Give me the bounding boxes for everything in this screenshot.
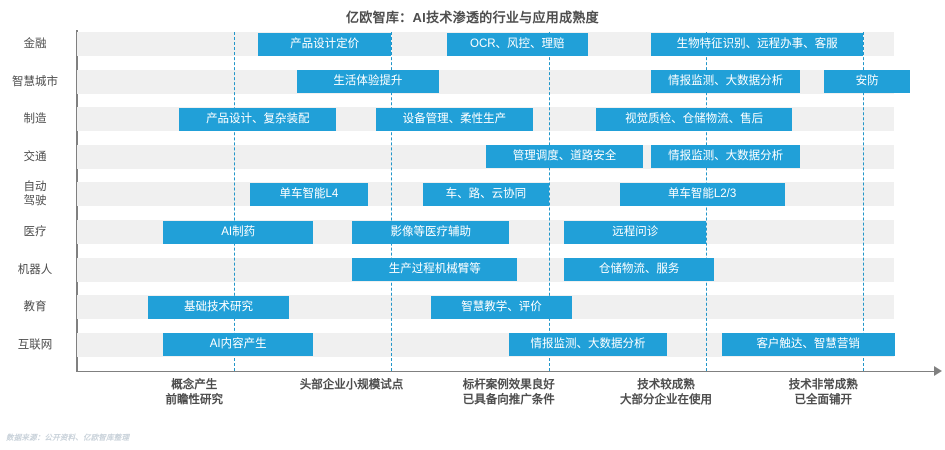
bar-segment[interactable]: 生活体验提升	[297, 70, 439, 94]
bar-segment[interactable]: 情报监测、大数据分析	[509, 333, 667, 357]
category-label-智慧城市: 智慧城市	[12, 75, 58, 88]
bar-segment[interactable]: 视觉质检、仓储物流、售后	[595, 107, 793, 131]
stage-label-3: 标杆案例效果良好已具备向推广条件	[462, 379, 555, 406]
bar-segment[interactable]: OCR、风控、理赔	[446, 32, 589, 56]
bar-segment[interactable]: 生物特征识别、远程办事、客服	[650, 32, 864, 56]
category-label-自动驾驶: 自动驾驶	[23, 181, 47, 208]
bar-segment[interactable]: 车、路、云协同	[422, 182, 549, 206]
category-label-机器人: 机器人	[17, 263, 53, 276]
stage-label-4: 技术较成熟大部分企业在使用	[619, 379, 712, 406]
bar-segment[interactable]: 智慧教学、评价	[430, 295, 573, 319]
bar-segment[interactable]: 客户触达、智慧营销	[721, 333, 895, 357]
category-label-互联网: 互联网	[17, 338, 53, 351]
bar-segment[interactable]: 影像等医疗辅助	[352, 220, 510, 244]
category-label-制造: 制造	[23, 113, 47, 126]
category-label-金融: 金融	[23, 38, 47, 50]
bar-segment[interactable]: 基础技术研究	[147, 295, 290, 319]
stage-label-1: 概念产生前瞻性研究	[165, 379, 223, 406]
bar-segment[interactable]: 安防	[823, 70, 911, 94]
bar-segment[interactable]: 情报监测、大数据分析	[650, 145, 801, 169]
bar-segment[interactable]: 情报监测、大数据分析	[650, 70, 801, 94]
stage-label-2: 头部企业小规模试点	[299, 379, 404, 391]
x-axis-arrow-icon	[934, 366, 942, 376]
bar-segment[interactable]: 仓储物流、服务	[564, 258, 714, 282]
bar-segment[interactable]: 远程问诊	[564, 220, 706, 244]
bar-segment[interactable]: 生产过程机械臂等	[352, 258, 518, 282]
bar-segment[interactable]: AI内容产生	[163, 333, 313, 357]
bar-segment[interactable]: 设备管理、柔性生产	[375, 107, 533, 131]
source-footnote: 数据来源：公开资料、亿欧智库整理	[6, 433, 130, 442]
gridline	[391, 32, 393, 371]
bar-segment[interactable]: 单车智能L2/3	[619, 182, 785, 206]
bar-segment[interactable]: 管理调度、道路安全	[485, 145, 644, 169]
bar-segment[interactable]: AI制药	[163, 220, 313, 244]
category-label-医疗: 医疗	[23, 226, 47, 238]
category-label-交通: 交通	[23, 150, 47, 163]
stage-label-5: 技术非常成熟已全面铺开	[788, 379, 858, 406]
category-label-教育: 教育	[23, 301, 47, 314]
gridline	[548, 32, 550, 371]
bar-segment[interactable]: 产品设计定价	[257, 32, 392, 56]
bar-segment[interactable]: 产品设计、复杂装配	[179, 107, 337, 131]
chart-title: 亿欧智库：AI技术渗透的行业与应用成熟度	[345, 10, 599, 25]
x-axis-line	[76, 371, 936, 372]
gridline	[234, 32, 236, 371]
gridline	[863, 32, 865, 371]
bar-segment[interactable]: 单车智能L4	[249, 182, 368, 206]
